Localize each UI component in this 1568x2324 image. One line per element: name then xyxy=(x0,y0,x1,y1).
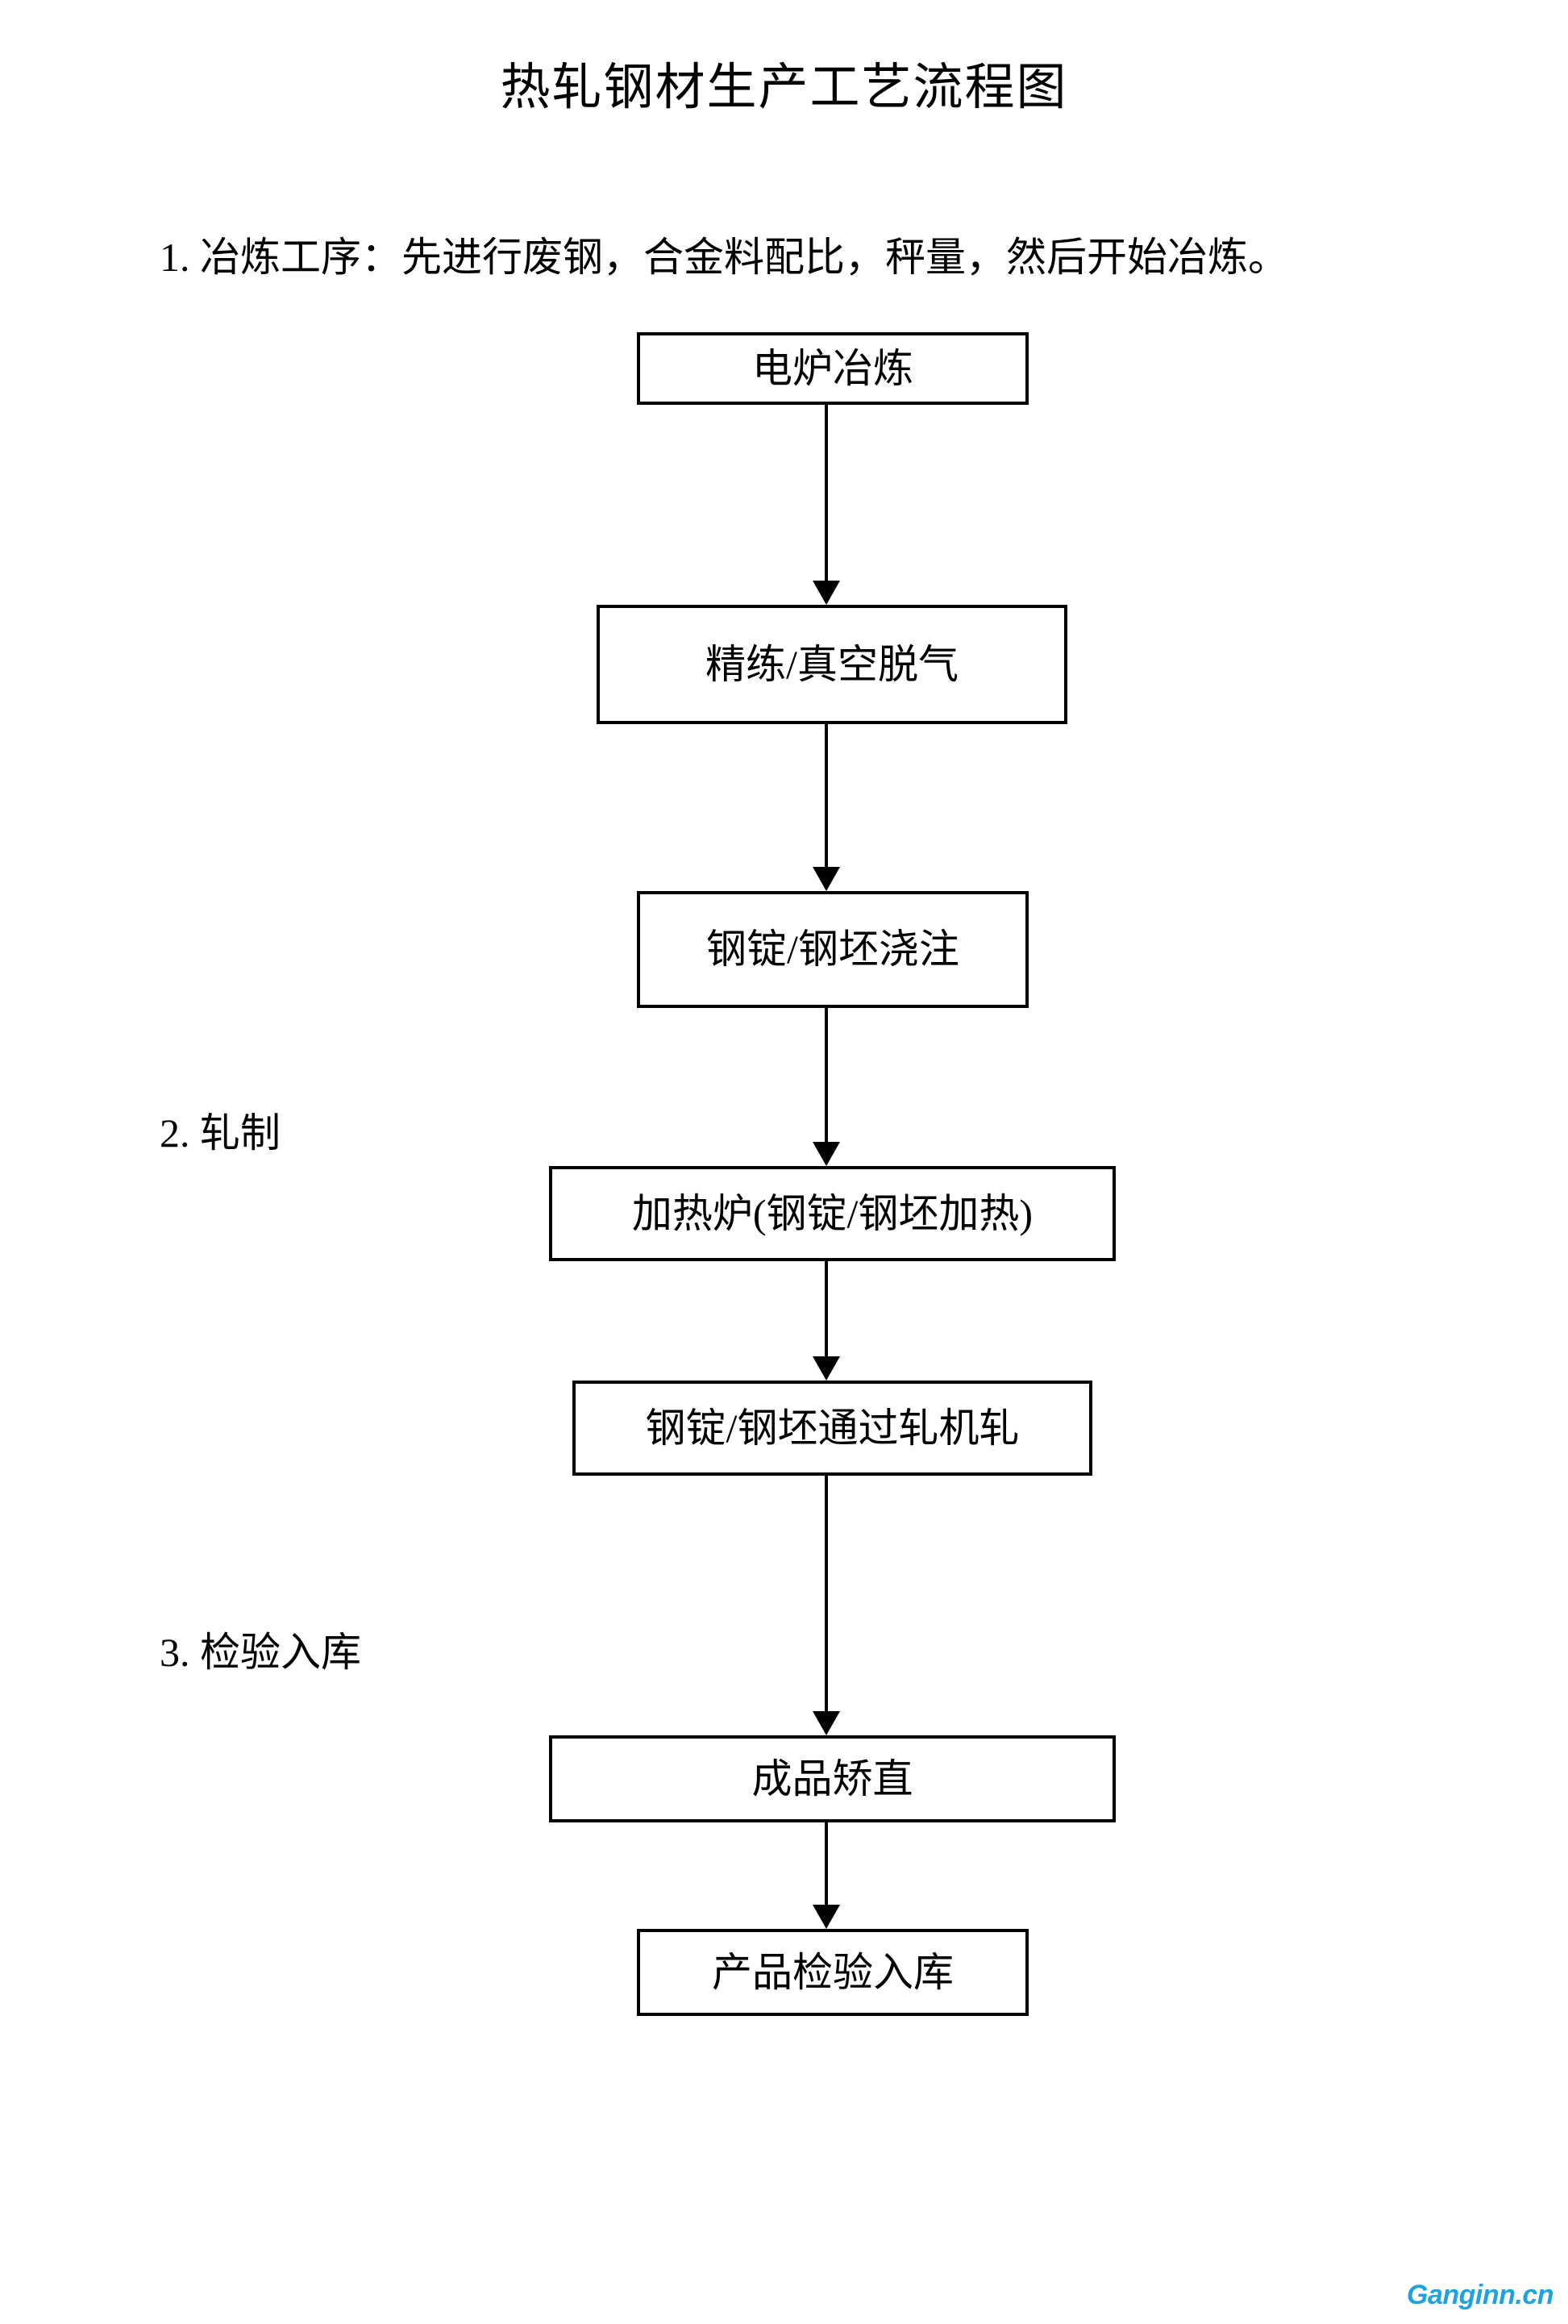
arrowhead-down-icon xyxy=(813,1711,840,1735)
step-heading-1: 1. 冶炼工序：先进行废钢，合金料配比，秤量，然后开始冶炼。 xyxy=(160,235,1288,280)
flow-node-finished-product-straightening[interactable]: 成品矫直 xyxy=(549,1735,1116,1822)
flow-node-reheating-furnace[interactable]: 加热炉(钢锭/钢坯加热) xyxy=(549,1166,1116,1261)
watermark-ganginn: Ganginn.cn xyxy=(1407,2280,1554,2310)
arrowhead-down-icon xyxy=(813,1142,840,1166)
flow-edge-n1-n2 xyxy=(810,405,842,605)
step-heading-3: 3. 检验入库 xyxy=(160,1630,361,1675)
page-title: 热轧钢材生产工艺流程图 xyxy=(500,60,1068,115)
edge-shaft xyxy=(825,1822,828,1905)
step-heading-2: 2. 轧制 xyxy=(160,1110,281,1156)
flow-node-rolling-mill-pass[interactable]: 钢锭/钢坯通过轧机轧 xyxy=(572,1381,1092,1476)
flow-node-ingot-billet-casting[interactable]: 钢锭/钢坯浇注 xyxy=(637,891,1029,1008)
edge-shaft xyxy=(825,405,828,581)
arrowhead-down-icon xyxy=(813,1905,840,1929)
flow-edge-n5-n6 xyxy=(810,1476,842,1735)
flow-edge-n2-n3 xyxy=(810,724,842,891)
edge-shaft xyxy=(825,1476,828,1711)
edge-shaft xyxy=(825,724,828,867)
edge-shaft xyxy=(825,1261,828,1356)
flow-edge-n3-n4 xyxy=(810,1008,842,1166)
arrowhead-down-icon xyxy=(813,867,840,891)
arrowhead-down-icon xyxy=(813,1356,840,1381)
flow-node-electric-furnace-smelting[interactable]: 电炉冶炼 xyxy=(637,332,1029,405)
arrowhead-down-icon xyxy=(813,581,840,605)
flow-node-product-inspection-warehousing[interactable]: 产品检验入库 xyxy=(637,1929,1029,2016)
edge-shaft xyxy=(825,1008,828,1142)
flow-edge-n4-n5 xyxy=(810,1261,842,1381)
flow-edge-n6-n7 xyxy=(810,1822,842,1929)
flow-node-refining-vacuum-degassing[interactable]: 精练/真空脱气 xyxy=(597,605,1067,724)
